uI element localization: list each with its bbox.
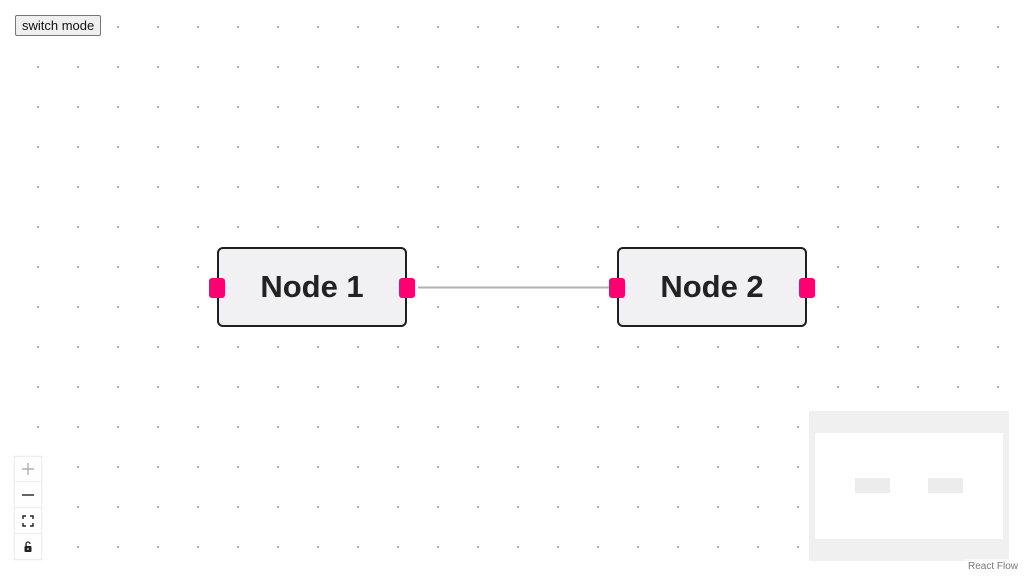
node-2-label: Node 2 (660, 269, 764, 304)
plus-icon (22, 463, 34, 475)
node-2[interactable]: Node 2 (609, 247, 815, 327)
minimap-node-2 (928, 478, 963, 493)
node-1-label: Node 1 (260, 269, 364, 304)
minus-icon (22, 493, 34, 496)
fit-view-button[interactable] (14, 508, 42, 534)
minimap-node-1 (855, 478, 890, 493)
attribution-link[interactable]: React Flow (964, 559, 1021, 574)
controls-panel (14, 456, 42, 560)
lock-icon (24, 540, 32, 552)
zoom-in-button[interactable] (14, 456, 42, 482)
node-2-source-handle[interactable] (799, 278, 815, 298)
interactivity-toggle-button[interactable] (14, 534, 42, 560)
fit-view-icon (22, 514, 34, 527)
minimap[interactable] (809, 411, 1009, 561)
node-1-source-handle[interactable] (399, 278, 415, 298)
minimap-viewport (815, 433, 1003, 539)
node-1[interactable]: Node 1 (209, 247, 415, 327)
node-2-target-handle[interactable] (609, 278, 625, 298)
switch-mode-button[interactable]: switch mode (15, 15, 102, 36)
node-1-target-handle[interactable] (209, 278, 225, 298)
zoom-out-button[interactable] (14, 482, 42, 508)
